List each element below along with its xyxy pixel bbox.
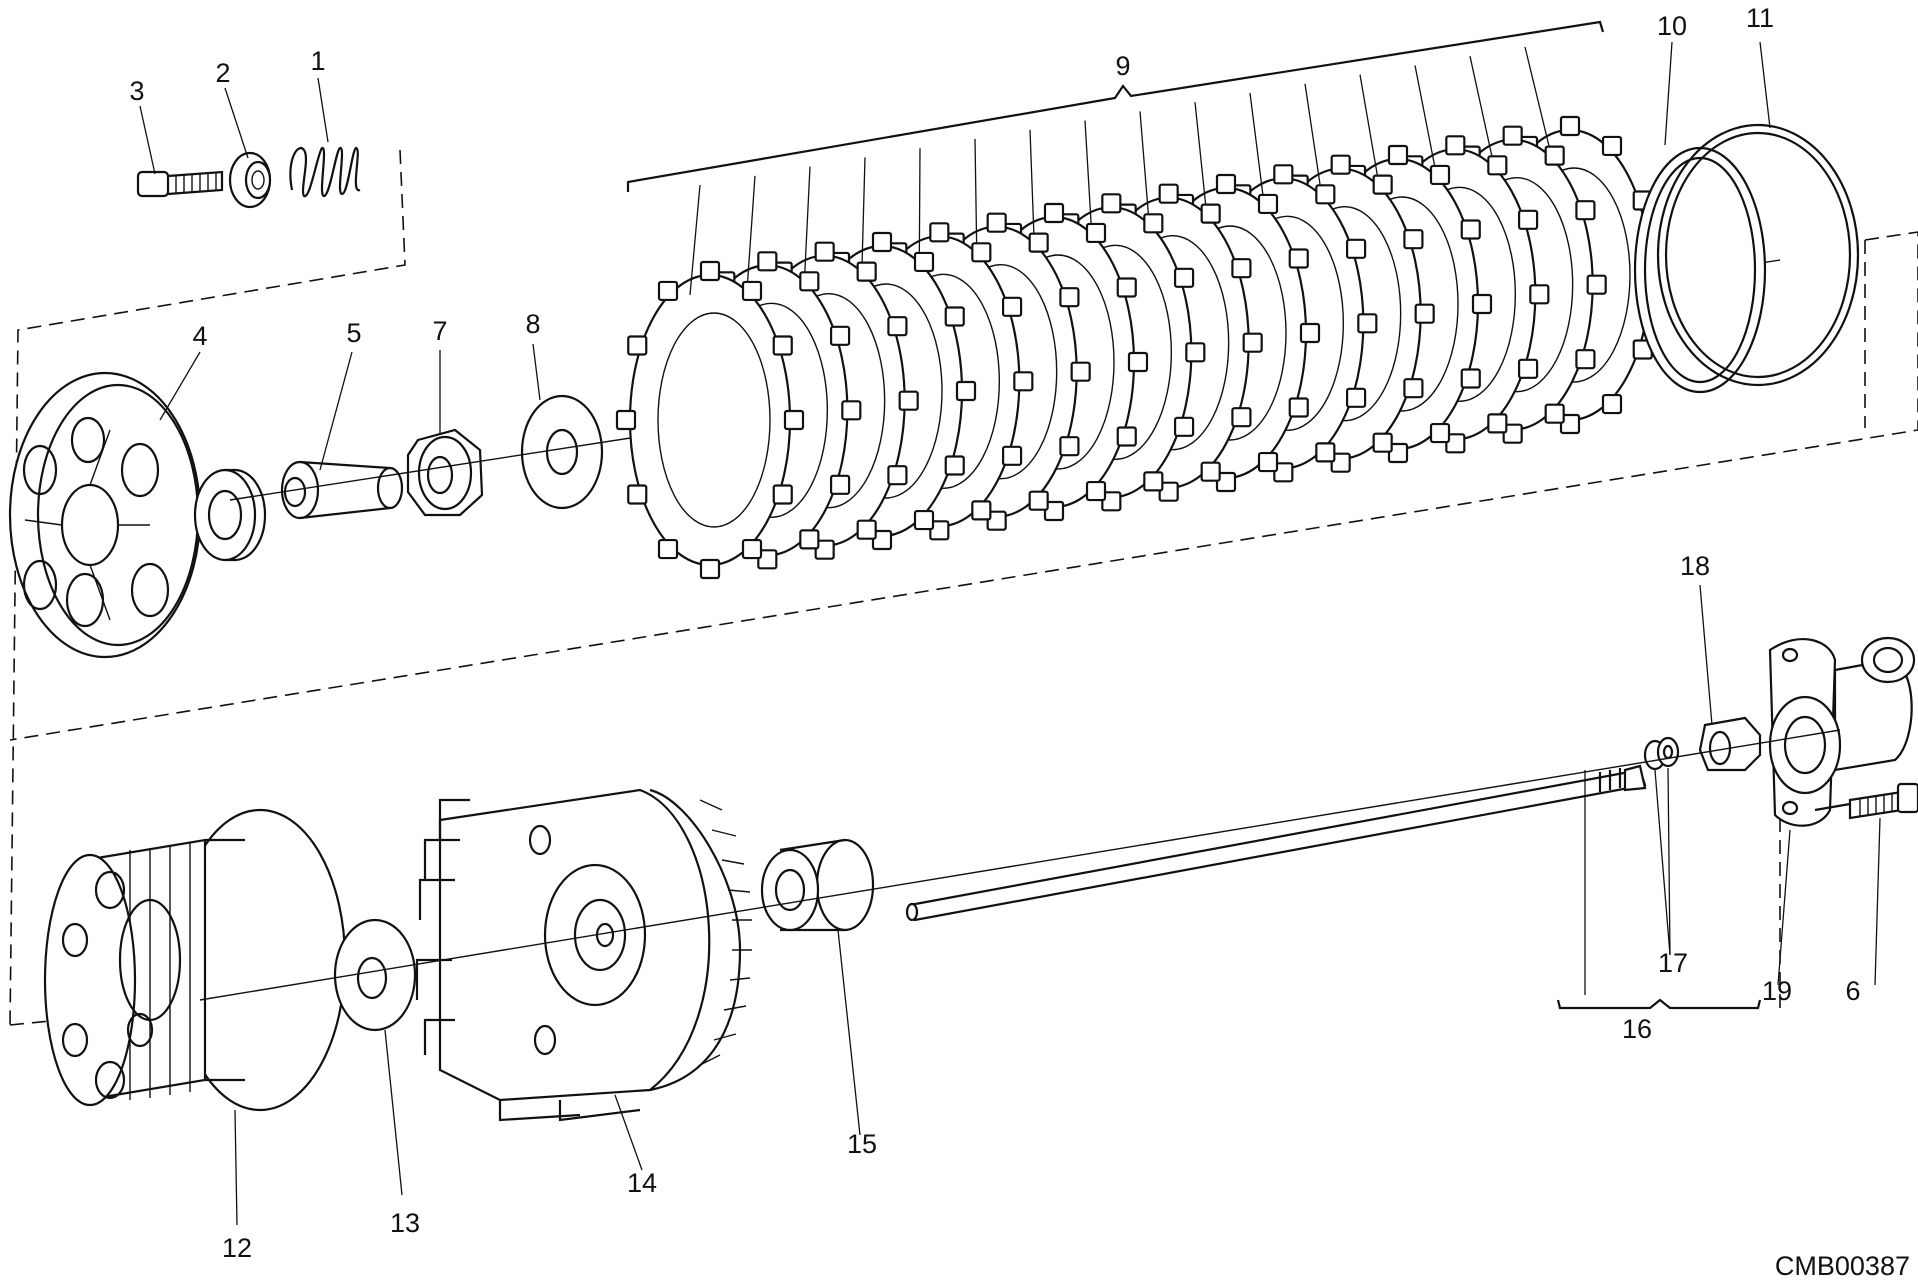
- callout-10: 10: [1657, 11, 1687, 41]
- callout-5: 5: [346, 318, 361, 348]
- pressure-plate-part-4: [8, 371, 202, 659]
- callout-15: 15: [847, 1129, 877, 1159]
- callout-1: 1: [310, 46, 325, 76]
- callout-2: 2: [215, 58, 230, 88]
- callout-7: 7: [432, 316, 447, 346]
- plate-leader-line: [1249, 92, 1264, 199]
- plate-leader-line: [1139, 111, 1150, 218]
- plate-leader-line: [746, 175, 756, 286]
- plate-leader-line: [1414, 65, 1436, 170]
- plate-leader-line: [1029, 129, 1035, 238]
- bearing-part: [193, 468, 267, 562]
- clutch-plate-stack-part-9: [615, 20, 1665, 580]
- callout-8: 8: [525, 309, 540, 339]
- callout-3: 3: [129, 76, 144, 106]
- drawing-code: CMB00387: [1775, 1251, 1910, 1281]
- plate-leader-line: [804, 166, 811, 276]
- ring-part-10: [1633, 146, 1767, 394]
- callout-6: 6: [1845, 976, 1860, 1006]
- plate-stack-bracket: [626, 20, 1605, 192]
- bushing-part-15: [760, 838, 875, 932]
- thrust-washer-part-13: [333, 918, 417, 1032]
- plate-leader-line: [861, 157, 866, 267]
- plate-leader-line: [918, 148, 921, 257]
- spring-part-1: [289, 146, 361, 198]
- screw-part-3: [136, 170, 224, 198]
- callout-13: 13: [390, 1208, 420, 1238]
- circlip-part-11: [1656, 123, 1860, 387]
- slave-cylinder-part-19: [1768, 636, 1916, 827]
- clutch-hub-part-12: [43, 808, 347, 1112]
- callout-11: 11: [1746, 3, 1774, 33]
- plate-leader-line: [974, 138, 978, 247]
- washer-part-8: [520, 394, 604, 510]
- washer-part-2: [228, 151, 272, 209]
- callout-labels: 1 2 3 4 5 6 7 8 9 10 11 12 13 14 15 16 1…: [129, 3, 1910, 1281]
- callout-9: 9: [1115, 51, 1130, 81]
- leader-lines: [139, 41, 1881, 1226]
- plate-leader-line: [1194, 102, 1207, 209]
- plate-leader-line: [1084, 120, 1092, 228]
- bolt-part-6: [1814, 782, 1918, 820]
- callout-19: 19: [1762, 976, 1792, 1006]
- nut-part-7: [406, 428, 484, 517]
- callout-14: 14: [627, 1168, 657, 1198]
- plate-leader-line: [1524, 46, 1551, 151]
- clutch-plate: [615, 260, 805, 580]
- plate-leader-line: [1359, 74, 1379, 180]
- clutch-basket-part-14: [415, 788, 752, 1122]
- callout-4: 4: [192, 321, 207, 351]
- callout-16: 16: [1622, 1014, 1652, 1044]
- plate-leader-line: [1304, 83, 1322, 189]
- pushrod-part-5: [280, 460, 404, 520]
- callout-17: 17: [1658, 948, 1688, 978]
- plate-leader-line: [1469, 56, 1494, 160]
- callout-18: 18: [1680, 551, 1710, 581]
- plate-leader-line: [689, 184, 701, 296]
- callout-12: 12: [222, 1233, 252, 1263]
- bottom-assembly-axis: [199, 729, 1841, 1001]
- seal-part-17: [1643, 736, 1680, 771]
- pushrod-part-16: [905, 764, 1647, 922]
